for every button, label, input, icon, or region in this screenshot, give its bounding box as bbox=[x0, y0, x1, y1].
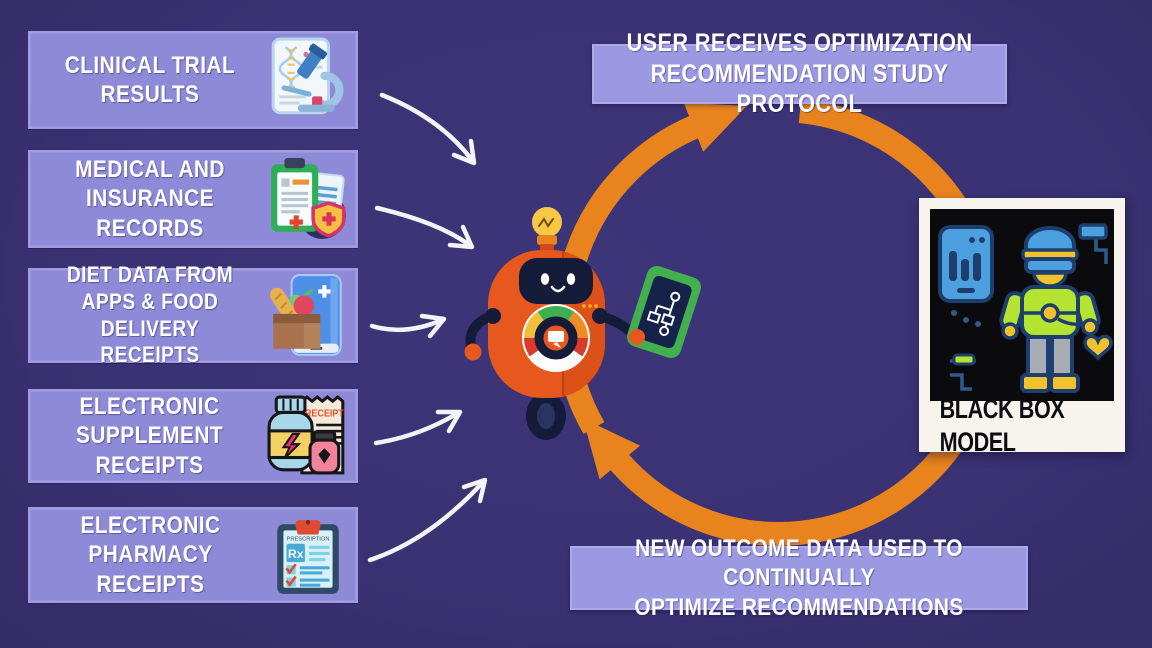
robot-left-hand bbox=[464, 343, 482, 361]
prescription-clipboard-glyph: PRESCRIPTION Rx bbox=[277, 519, 339, 594]
supplement-jar-glyph bbox=[267, 395, 314, 472]
pharmacy-receipts-icon: PRESCRIPTION Rx bbox=[277, 519, 339, 594]
data-phone-glyph bbox=[938, 225, 994, 303]
top-banner-label: USER RECEIVES OPTIMIZATION RECOMMENDATIO… bbox=[626, 29, 973, 119]
dots-glyph bbox=[951, 310, 981, 327]
source-box-diet-data: DIET DATA FROM APPS & FOOD DELIVERY RECE… bbox=[28, 261, 358, 368]
source-box-pharmacy-receipts: ELECTRONIC PHARMACY RECEIPTS PRESCRIPTIO… bbox=[28, 507, 358, 603]
robot-lightbulb-icon bbox=[532, 207, 562, 252]
input-arrow-pharmacy bbox=[367, 477, 488, 563]
robot-face bbox=[519, 258, 593, 304]
source-label: DIET DATA FROM APPS & FOOD DELIVERY RECE… bbox=[66, 261, 234, 368]
pill-bottle-glyph bbox=[308, 430, 341, 475]
black-box-caption: BLACK BOX MODEL bbox=[939, 394, 1065, 457]
input-arrow-medical bbox=[374, 205, 475, 250]
vr-goggles-icon bbox=[1024, 257, 1076, 274]
source-label: ELECTRONIC PHARMACY RECEIPTS bbox=[79, 512, 221, 598]
prescription-title: PRESCRIPTION bbox=[287, 537, 330, 543]
top-banner: USER RECEIVES OPTIMIZATION RECOMMENDATIO… bbox=[592, 29, 1007, 118]
source-box-clinical-trial: CLINICAL TRIAL RESULTS bbox=[28, 31, 358, 129]
health-shield-glyph bbox=[311, 201, 346, 238]
source-label: CLINICAL TRIAL RESULTS bbox=[64, 51, 236, 108]
input-arrow-diet bbox=[369, 313, 447, 339]
clipboard-glyph bbox=[271, 158, 319, 232]
receipt-title: RECEIPT bbox=[305, 409, 345, 420]
bottom-banner: NEW OUTCOME DATA USED TO CONTINUALLY OPT… bbox=[570, 535, 1028, 621]
input-arrow-supplement bbox=[373, 409, 463, 446]
source-box-medical-records: MEDICAL AND INSURANCE RECORDS bbox=[28, 150, 358, 248]
lightning-icon bbox=[281, 432, 302, 460]
clinical-trial-icon bbox=[271, 37, 344, 115]
input-arrow-clinical bbox=[379, 92, 477, 166]
robot-tablet-icon bbox=[626, 266, 702, 358]
robot-right-hand bbox=[629, 329, 645, 345]
source-label: ELECTRONIC SUPPLEMENT RECEIPTS bbox=[76, 393, 224, 479]
source-box-supplement-receipts: ELECTRONIC SUPPLEMENT RECEIPTS RECEIPT $ bbox=[28, 389, 358, 483]
bottom-banner-label: NEW OUTCOME DATA USED TO CONTINUALLY OPT… bbox=[634, 535, 964, 621]
heart-icon bbox=[1083, 334, 1113, 361]
microscope-glyph bbox=[281, 43, 344, 112]
black-box-photo bbox=[930, 209, 1114, 401]
rx-label: Rx bbox=[288, 547, 304, 561]
input-arrows bbox=[367, 92, 488, 563]
plus-icon bbox=[318, 284, 331, 298]
vr-person-illustration bbox=[938, 223, 1113, 393]
speech-bubble-icon bbox=[548, 331, 564, 348]
robot-gauge bbox=[522, 304, 590, 372]
medical-insurance-icon bbox=[271, 158, 346, 239]
vr-person-glyph bbox=[999, 226, 1101, 393]
black-box-model-card: BLACK BOX MODEL bbox=[919, 198, 1125, 457]
diet-data-icon bbox=[269, 273, 342, 356]
flowchart-glyph bbox=[646, 291, 681, 336]
grocery-bag-glyph bbox=[269, 287, 321, 349]
source-label: MEDICAL AND INSURANCE RECORDS bbox=[75, 156, 225, 242]
supplement-receipts-icon: RECEIPT $ bbox=[267, 395, 345, 475]
